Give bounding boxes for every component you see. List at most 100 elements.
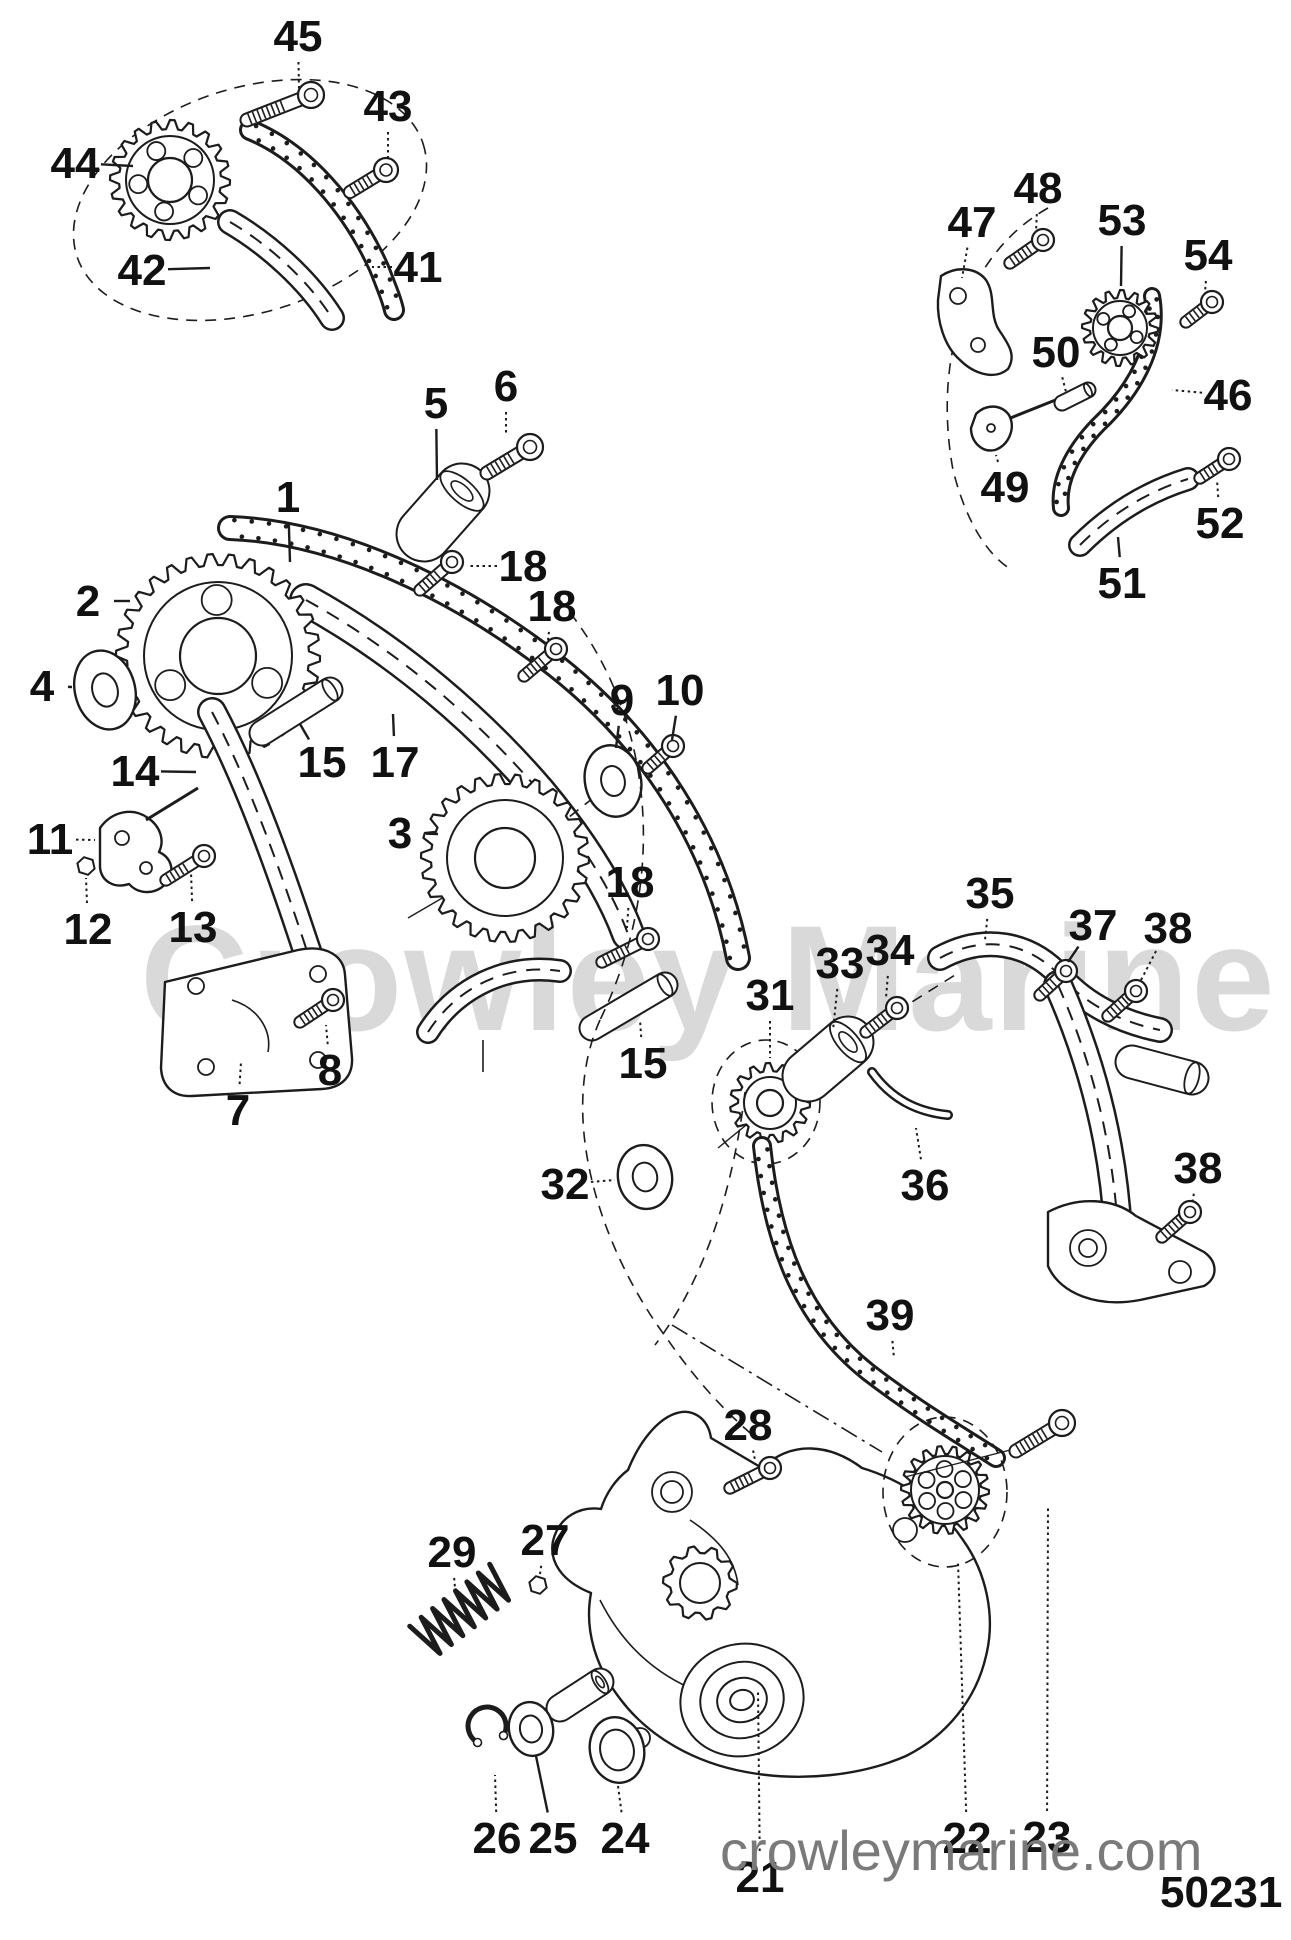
callout-36: 36: [901, 1127, 950, 1210]
callout-52: 52: [1196, 479, 1244, 548]
oil-pump-body-21: [551, 1410, 992, 1778]
callout-24: 24: [601, 1785, 650, 1863]
callout-13: 13: [169, 871, 217, 952]
bolt-52: [1193, 446, 1242, 485]
callout-label-46: 46: [1204, 371, 1253, 420]
callout-label-5: 5: [424, 379, 448, 428]
callout-15: 15: [619, 1019, 668, 1088]
cover-outline-c: [654, 1091, 746, 1346]
callout-label-4: 4: [30, 662, 55, 711]
washer-32: [616, 1143, 674, 1211]
callout-53: 53: [1098, 196, 1147, 287]
nut-27: [528, 1575, 548, 1595]
wear-strip-36: [867, 1067, 953, 1120]
cap-33: [781, 1015, 875, 1103]
callout-11: 11: [27, 815, 96, 864]
callout-label-53: 53: [1098, 196, 1147, 245]
callout-label-49: 49: [981, 463, 1030, 512]
bolt-38a: [1101, 978, 1149, 1023]
nut-12: [76, 856, 96, 876]
callout-28: 28: [724, 1401, 772, 1461]
bolt-8: [293, 987, 346, 1029]
callout-label-18: 18: [528, 582, 577, 631]
callout-15: 15: [298, 723, 347, 787]
diagram-number: 50231: [1160, 1868, 1283, 1917]
thrust-washer-25: [507, 1700, 555, 1758]
chain-guide-17: [289, 583, 645, 951]
callout-label-34: 34: [866, 926, 915, 975]
timing-chain-41: [239, 119, 405, 321]
washer-9: [583, 744, 643, 818]
callout-label-27: 27: [521, 1516, 570, 1565]
callout-21: 21: [736, 1689, 784, 1902]
sprocket31-outline: [711, 1039, 821, 1165]
callout-label-15: 15: [298, 738, 347, 787]
callout-label-1: 1: [276, 473, 300, 522]
callout-44: 44: [51, 139, 134, 188]
callout-54: 54: [1184, 231, 1233, 293]
callout-33: 33: [816, 939, 864, 1031]
bolt-38b: [1155, 1199, 1203, 1244]
callout-26: 26: [473, 1774, 521, 1863]
callout-5: 5: [424, 379, 448, 481]
callout-label-15: 15: [619, 1039, 668, 1088]
pin-50: [1053, 381, 1097, 412]
spring-29: [407, 1561, 511, 1656]
callout-9: 9: [610, 676, 634, 749]
callout-label-3: 3: [388, 809, 412, 858]
callout-27: 27: [521, 1516, 570, 1575]
timing-chain-1: [217, 515, 751, 971]
callout-label-39: 39: [866, 1291, 915, 1340]
callout-29: 29: [428, 1528, 476, 1589]
callout-35: 35: [966, 869, 1014, 941]
pump-shaft: [545, 1667, 615, 1723]
bolt-45: [239, 80, 326, 128]
tr-dashed-outline: [946, 207, 1049, 571]
oil-pump-chain-39: [752, 1136, 1006, 1468]
oil-nozzle-11: [98, 810, 173, 894]
callout-4: 4: [30, 662, 73, 711]
callout-50: 50: [1032, 328, 1080, 393]
callout-34: 34: [866, 926, 915, 999]
bolt-18c: [595, 926, 661, 969]
gerotor-gear: [661, 1545, 739, 1621]
callout-47: 47: [948, 198, 996, 279]
bolt-54: [1179, 289, 1225, 329]
ratchet-16: [416, 957, 572, 1044]
washer-4: [73, 649, 137, 731]
callout-48: 48: [1014, 164, 1062, 233]
callout-label-54: 54: [1184, 231, 1233, 280]
tensioner-47: [936, 268, 1013, 377]
callout-37: 37: [1067, 901, 1117, 963]
bolt-13: [159, 843, 217, 887]
callout-label-12: 12: [64, 905, 113, 954]
callout-32: 32: [541, 1160, 616, 1209]
callout-label-51: 51: [1098, 559, 1147, 608]
dowel-pin-15b: [578, 971, 679, 1042]
callout-18: 18: [528, 582, 577, 641]
cover-outline-a: [557, 597, 645, 1021]
callout-41: 41: [372, 243, 442, 292]
bolt-18b: [517, 636, 569, 683]
nozzle-rod-11: [145, 786, 199, 822]
callout-label-10: 10: [656, 666, 705, 715]
chain-guide-42: [217, 209, 345, 331]
callout-label-24: 24: [601, 1814, 650, 1863]
callout-43: 43: [364, 82, 413, 162]
pump-rotor: [679, 1642, 805, 1758]
callout-51: 51: [1098, 536, 1147, 608]
callout-label-43: 43: [364, 82, 413, 131]
chain-guide-51: [1068, 467, 1200, 557]
lash-adjuster-49: [969, 405, 1013, 452]
tl-dashed-outline: [72, 78, 428, 322]
callout-label-8: 8: [318, 1046, 342, 1095]
guide-35-bracket: [1046, 1200, 1216, 1304]
guide-35-pivot: [1114, 1044, 1210, 1096]
callout-label-44: 44: [51, 139, 100, 188]
callout-label-2: 2: [76, 577, 100, 626]
callout-label-31: 31: [746, 971, 795, 1020]
watermark-bottom-url: crowleymarine.com: [720, 1819, 1203, 1882]
callout-label-36: 36: [901, 1161, 950, 1210]
